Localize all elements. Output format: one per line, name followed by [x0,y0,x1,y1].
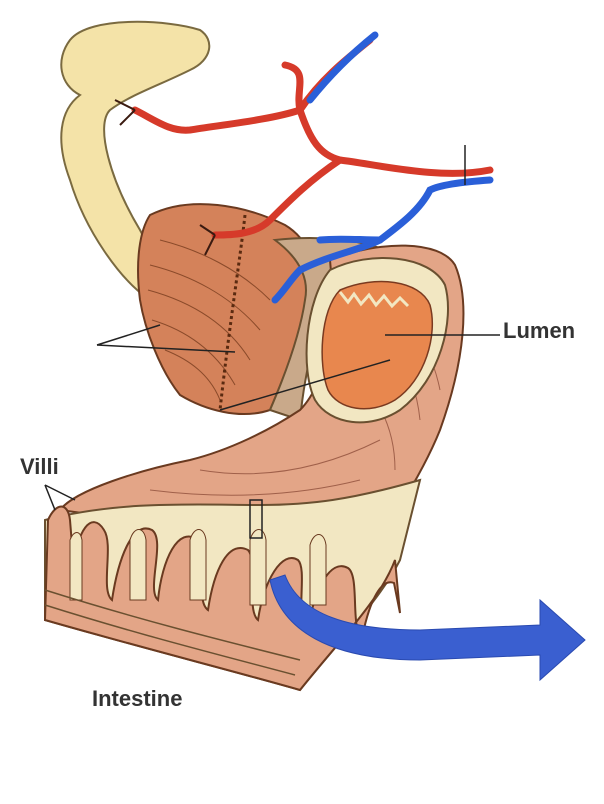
muscle-striations [147,239,271,401]
nerve-plexus [218,214,247,411]
intestine-outer-tube [60,20,211,302]
leader-lines [44,145,500,511]
blue-arrow [269,574,586,682]
lumen-folds [338,291,410,309]
villus-highlight-box [249,499,263,539]
submucosa-stripes [44,589,301,676]
lumen-label: Lumen [503,318,576,343]
villi-cores [69,529,327,606]
intestine-label: Intestine [92,686,183,711]
villi-label: Villi [20,454,59,479]
artery-branches [114,99,216,256]
vein-vessels [271,31,494,304]
lumen-interior [321,280,434,410]
